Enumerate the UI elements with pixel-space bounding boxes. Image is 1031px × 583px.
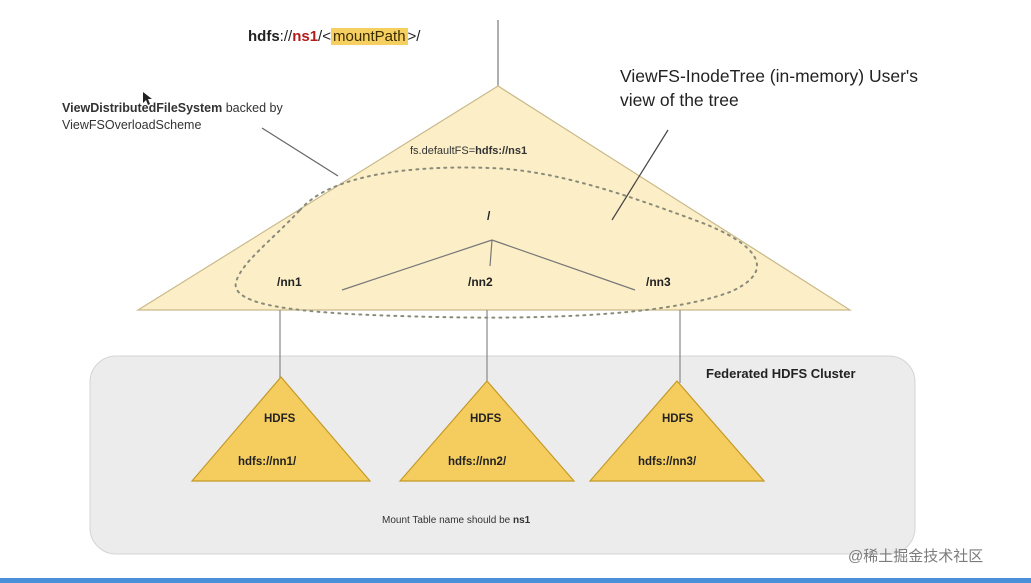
url-namespace: ns1 <box>292 28 319 45</box>
hdfs-node-nn2-label: HDFS <box>470 413 502 425</box>
tree-child-nn1: /nn1 <box>277 275 302 289</box>
right-note-line1: ViewFS-InodeTree (in-memory) User's <box>620 66 918 86</box>
hdfs-node-nn3-triangle <box>588 380 766 482</box>
hdfs-node-nn3-label: HDFS <box>662 413 694 425</box>
mount-note-prefix: Mount Table name should be <box>382 515 514 526</box>
url-gt-slash: >/ <box>407 28 421 45</box>
hdfs-node-nn3-uri: hdfs://nn3/ <box>638 456 697 468</box>
cluster-title: Federated HDFS Cluster <box>706 366 856 381</box>
url-scheme: hdfs <box>248 28 280 45</box>
branch-nn1 <box>341 239 493 291</box>
left-note-bold: ViewDistributedFileSystem <box>62 101 223 115</box>
right-note: ViewFS-InodeTree (in-memory) User's view… <box>620 64 918 112</box>
url-mountpath-highlight: mountPath <box>330 28 408 45</box>
default-fs-label: fs.defaultFS=hdfs://ns1 <box>410 145 527 157</box>
mount-note-value: ns1 <box>513 515 531 526</box>
hdfs-node-nn1-triangle <box>190 376 372 482</box>
branch-nn2 <box>489 239 493 267</box>
url-template: hdfs://ns1/<mountPath>/ <box>248 28 420 45</box>
left-note: ViewDistributedFileSystem backed by View… <box>62 100 283 134</box>
left-note-pointer <box>261 127 339 177</box>
tree-child-nn2: /nn2 <box>468 275 493 289</box>
inode-tree-dotted-outline <box>234 166 758 319</box>
url-slash-lt: /< <box>318 28 331 45</box>
right-note-pointer <box>611 129 669 221</box>
bottom-accent-bar <box>0 578 1031 583</box>
hdfs-node-nn1-uri: hdfs://nn1/ <box>238 456 297 468</box>
hdfs-node-nn2-uri: hdfs://nn2/ <box>448 456 507 468</box>
tree-root-label: / <box>487 209 491 223</box>
left-note-rest: backed by <box>222 101 283 115</box>
viewfs-tree-triangle <box>135 85 853 311</box>
url-separator: :// <box>279 28 293 45</box>
hdfs-node-nn1-label: HDFS <box>264 413 296 425</box>
tree-child-nn3: /nn3 <box>646 275 671 289</box>
branch-nn3 <box>491 239 636 291</box>
default-fs-prefix: fs.defaultFS= <box>410 145 476 157</box>
left-note-line2: ViewFSOverloadScheme <box>62 118 202 132</box>
hdfs-node-nn2-triangle <box>398 380 576 482</box>
mouse-cursor-icon <box>143 92 152 105</box>
watermark: @稀土掘金技术社区 <box>848 548 984 565</box>
default-fs-value: hdfs://ns1 <box>475 145 528 157</box>
mount-table-note: Mount Table name should be ns1 <box>382 515 530 526</box>
right-note-line2: view of the tree <box>620 90 739 110</box>
